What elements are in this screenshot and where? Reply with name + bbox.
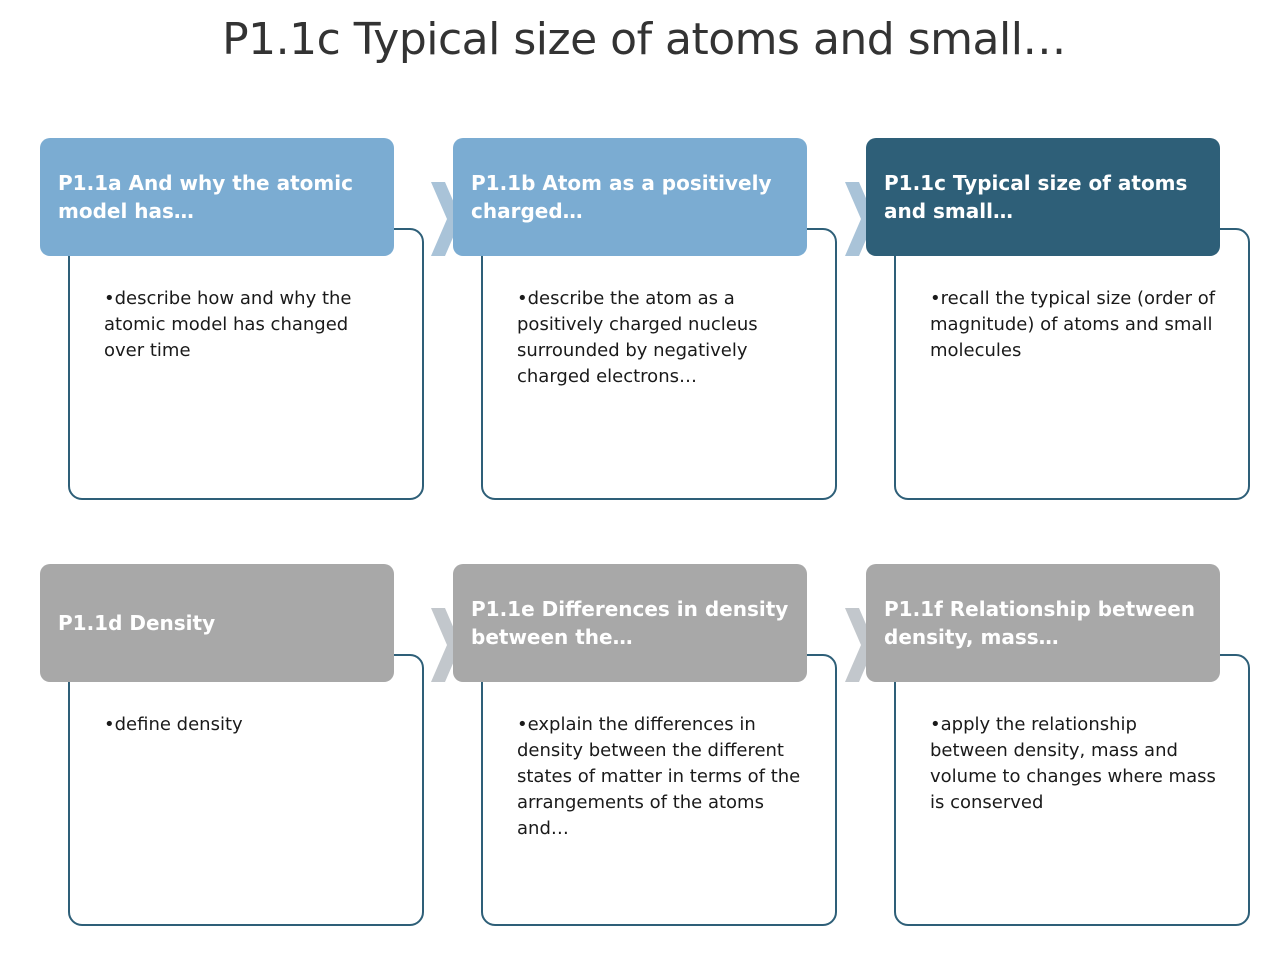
page-title: P1.1c Typical size of atoms and small…	[222, 14, 1066, 65]
card-title[interactable]: P1.1a And why the atomic model has…	[40, 138, 394, 256]
card-body: •explain the differences in density betw…	[481, 654, 837, 926]
card-body: •describe how and why the atomic model h…	[68, 228, 424, 500]
topic-card-p1-1f[interactable]: •apply the relationship between density,…	[866, 564, 1288, 934]
card-body: •describe the atom as a positively charg…	[481, 228, 837, 500]
card-body: •recall the typical size (order of magni…	[894, 228, 1250, 500]
card-body: •define density	[68, 654, 424, 926]
topic-card-p1-1c[interactable]: •recall the typical size (order of magni…	[866, 138, 1288, 508]
topic-card-p1-1d[interactable]: •define density P1.1d Density	[40, 564, 480, 934]
card-title[interactable]: P1.1e Differences in density between the…	[453, 564, 807, 682]
card-title[interactable]: P1.1b Atom as a positively charged…	[453, 138, 807, 256]
card-body: •apply the relationship between density,…	[894, 654, 1250, 926]
topic-card-p1-1e[interactable]: •explain the differences in density betw…	[453, 564, 893, 934]
card-title[interactable]: P1.1c Typical size of atoms and small…	[866, 138, 1220, 256]
card-title[interactable]: P1.1f Relationship between density, mass…	[866, 564, 1220, 682]
topic-card-p1-1b[interactable]: •describe the atom as a positively charg…	[453, 138, 893, 508]
topic-card-p1-1a[interactable]: •describe how and why the atomic model h…	[40, 138, 480, 508]
card-title[interactable]: P1.1d Density	[40, 564, 394, 682]
